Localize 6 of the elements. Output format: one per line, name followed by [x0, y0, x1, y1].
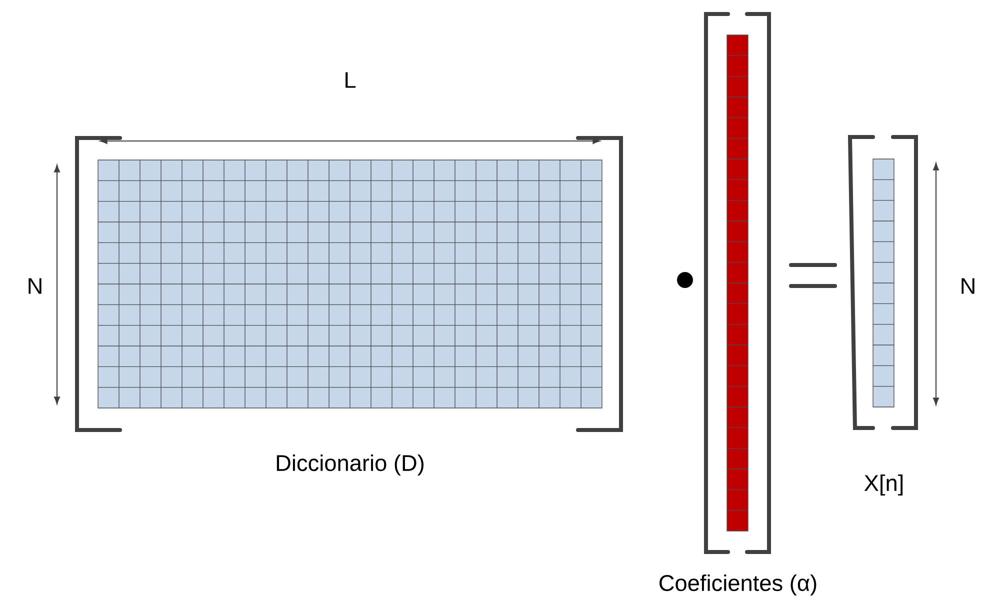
vector-caption: X[n] — [864, 474, 903, 496]
dimension-label: N — [28, 278, 42, 294]
dimension-label: N — [962, 278, 974, 294]
dimension-label: L — [346, 72, 356, 88]
matrix-caption: Diccionario (D) — [276, 454, 424, 476]
vector-caption: Coeficientes (α) — [660, 574, 816, 596]
